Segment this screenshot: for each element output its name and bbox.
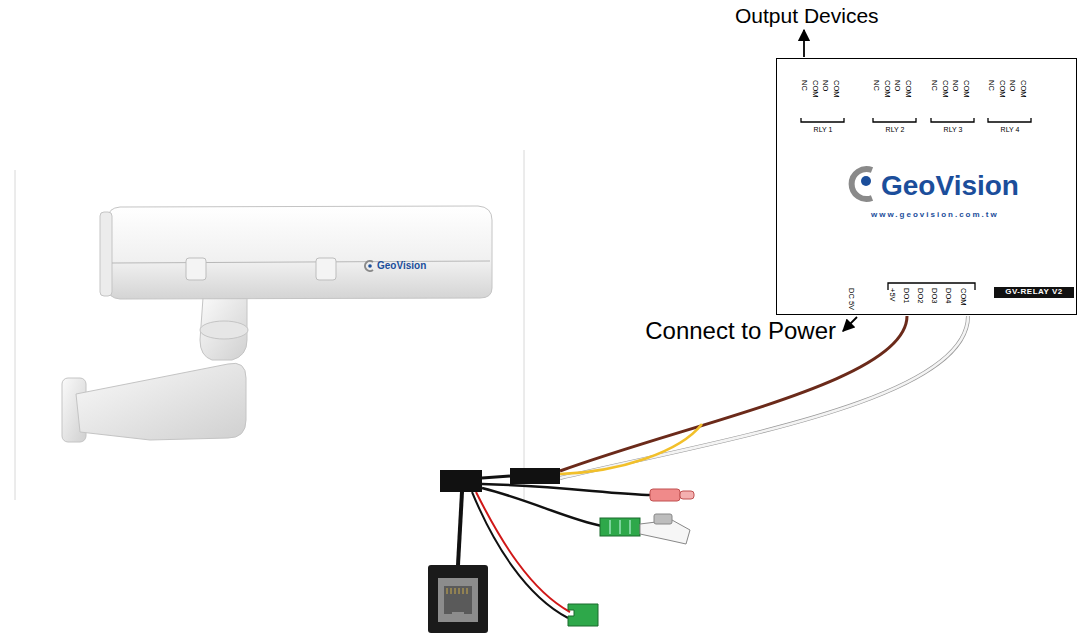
camera-illustration — [62, 206, 492, 442]
logo-icon — [852, 169, 872, 199]
relay-box: GV-RELAY V2 GeoVision www.geovision.com.tw — [776, 58, 1077, 315]
pin-name: COM — [997, 80, 1005, 98]
terminal-block — [600, 514, 690, 544]
relay-name: RLY 4 — [1001, 126, 1020, 134]
pin-name: DO3 — [930, 288, 938, 303]
pin-name: COM — [903, 80, 911, 98]
pin-name: NO — [821, 80, 829, 91]
cable-connector — [510, 468, 560, 484]
cable-connector — [440, 470, 482, 492]
rj45-jack — [428, 565, 488, 633]
pin-bracket — [801, 118, 1031, 290]
callout-text: Connect to Power — [645, 318, 836, 344]
rca-plug — [650, 489, 694, 501]
leader-arrow — [803, 30, 805, 57]
cable-wires — [458, 316, 968, 618]
pin-name: COM — [940, 80, 948, 98]
pin-name: DC 5V — [847, 288, 855, 310]
pin-name: COM — [810, 80, 818, 98]
relay-name: RLY 2 — [886, 126, 905, 134]
relay-ground — [776, 58, 1077, 315]
model-name: GV-RELAY V2 — [1005, 288, 1063, 297]
pin-name: COM — [961, 80, 969, 98]
separator-line — [524, 150, 525, 500]
pin-name: NC — [800, 80, 808, 91]
pin-name: COM — [1018, 80, 1026, 98]
relay-name: RLY 1 — [814, 126, 833, 134]
model-band: GV-RELAY V2 — [994, 287, 1074, 298]
separator-line — [15, 170, 16, 500]
power-terminal — [568, 604, 598, 626]
pin-name: NC — [987, 80, 995, 91]
pin-name: DO1 — [902, 288, 910, 303]
pin-name: COM — [831, 80, 839, 98]
relay-name: RLY 3 — [944, 126, 963, 134]
brand-label: GeoVision — [377, 260, 426, 271]
pin-name: NC — [930, 80, 938, 91]
pin-name: NO — [893, 80, 901, 91]
pin-name: NC — [872, 80, 880, 91]
pin-name: NO — [951, 80, 959, 91]
pin-name: COM — [959, 288, 967, 306]
brand-logo-text: GeoVision — [881, 171, 1019, 202]
pin-name: DO4 — [944, 288, 952, 303]
pin-name: NO — [1008, 80, 1016, 91]
pin-name: DO2 — [916, 288, 924, 303]
pin-name: +5V — [888, 288, 896, 302]
callout-text: Output Devices — [735, 4, 879, 27]
leader-arrow — [843, 317, 857, 331]
pin-name: COM — [882, 80, 890, 98]
website-text: www.geovision.com.tw — [871, 211, 999, 220]
